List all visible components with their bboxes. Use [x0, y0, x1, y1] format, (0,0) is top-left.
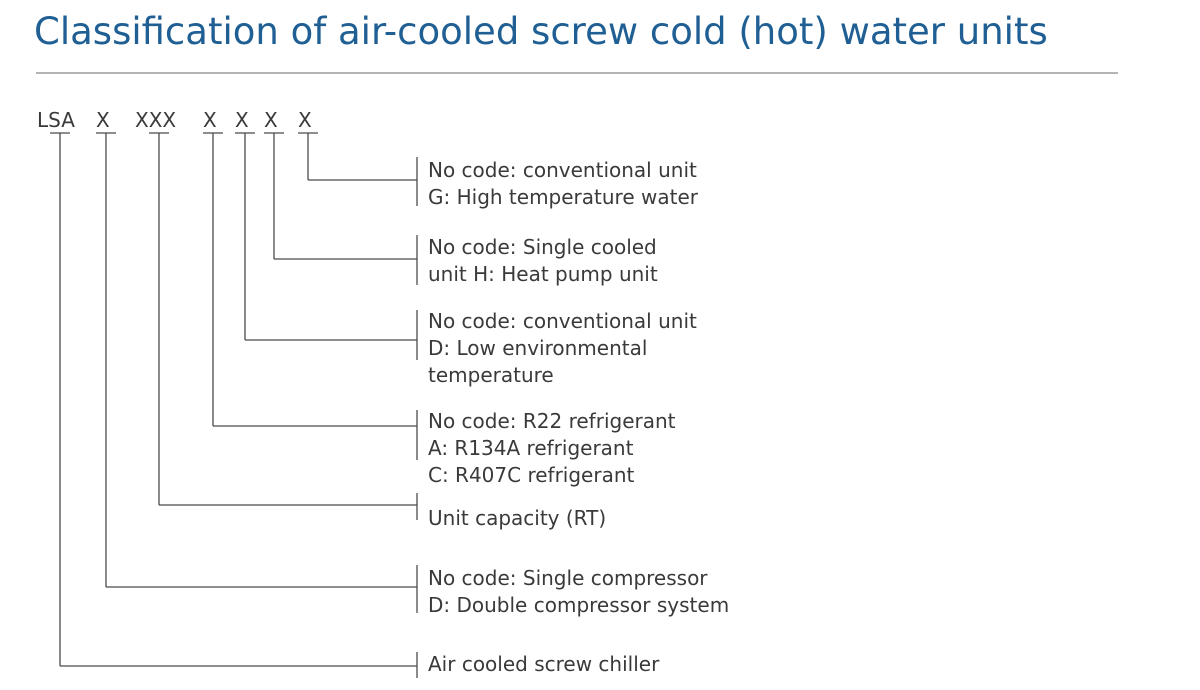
desc-water-temperature: No code: conventional unit G: High tempe… [428, 157, 698, 211]
desc-line: Unit capacity (RT) [428, 506, 607, 530]
code-segment-lsa: LSA [37, 108, 75, 132]
desc-environment: No code: conventional unit D: Low enviro… [428, 308, 697, 389]
desc-unit-type: No code: Single cooled unit H: Heat pump… [428, 234, 658, 288]
desc-line: D: Double compressor system [428, 593, 730, 617]
code-segment-capacity: XXX [135, 108, 177, 132]
desc-line: Air cooled screw chiller [428, 652, 660, 676]
desc-line: No code: Single compressor [428, 566, 708, 590]
desc-line: No code: R22 refrigerant [428, 409, 676, 433]
desc-line: D: Low environmental [428, 336, 648, 360]
desc-product-series: Air cooled screw chiller [428, 651, 659, 678]
desc-line: No code: conventional unit [428, 309, 697, 333]
desc-capacity: Unit capacity (RT) [428, 505, 606, 532]
code-segment-water-temperature: X [298, 108, 312, 132]
title-divider [36, 72, 1118, 74]
desc-compressor: No code: Single compressor D: Double com… [428, 565, 729, 619]
desc-line: unit H: Heat pump unit [428, 262, 658, 286]
desc-line: No code: conventional unit [428, 158, 697, 182]
desc-line: No code: Single cooled [428, 235, 657, 259]
code-segment-environment: X [235, 108, 249, 132]
desc-refrigerant: No code: R22 refrigerant A: R134A refrig… [428, 408, 676, 489]
desc-line: C: R407C refrigerant [428, 463, 635, 487]
desc-line: A: R134A refrigerant [428, 436, 634, 460]
code-segment-compressor: X [96, 108, 110, 132]
desc-line: G: High temperature water [428, 185, 698, 209]
desc-line: temperature [428, 363, 554, 387]
code-segment-unit-type: X [264, 108, 278, 132]
code-segment-refrigerant: X [203, 108, 217, 132]
page-title: Classification of air-cooled screw cold … [34, 10, 1048, 53]
